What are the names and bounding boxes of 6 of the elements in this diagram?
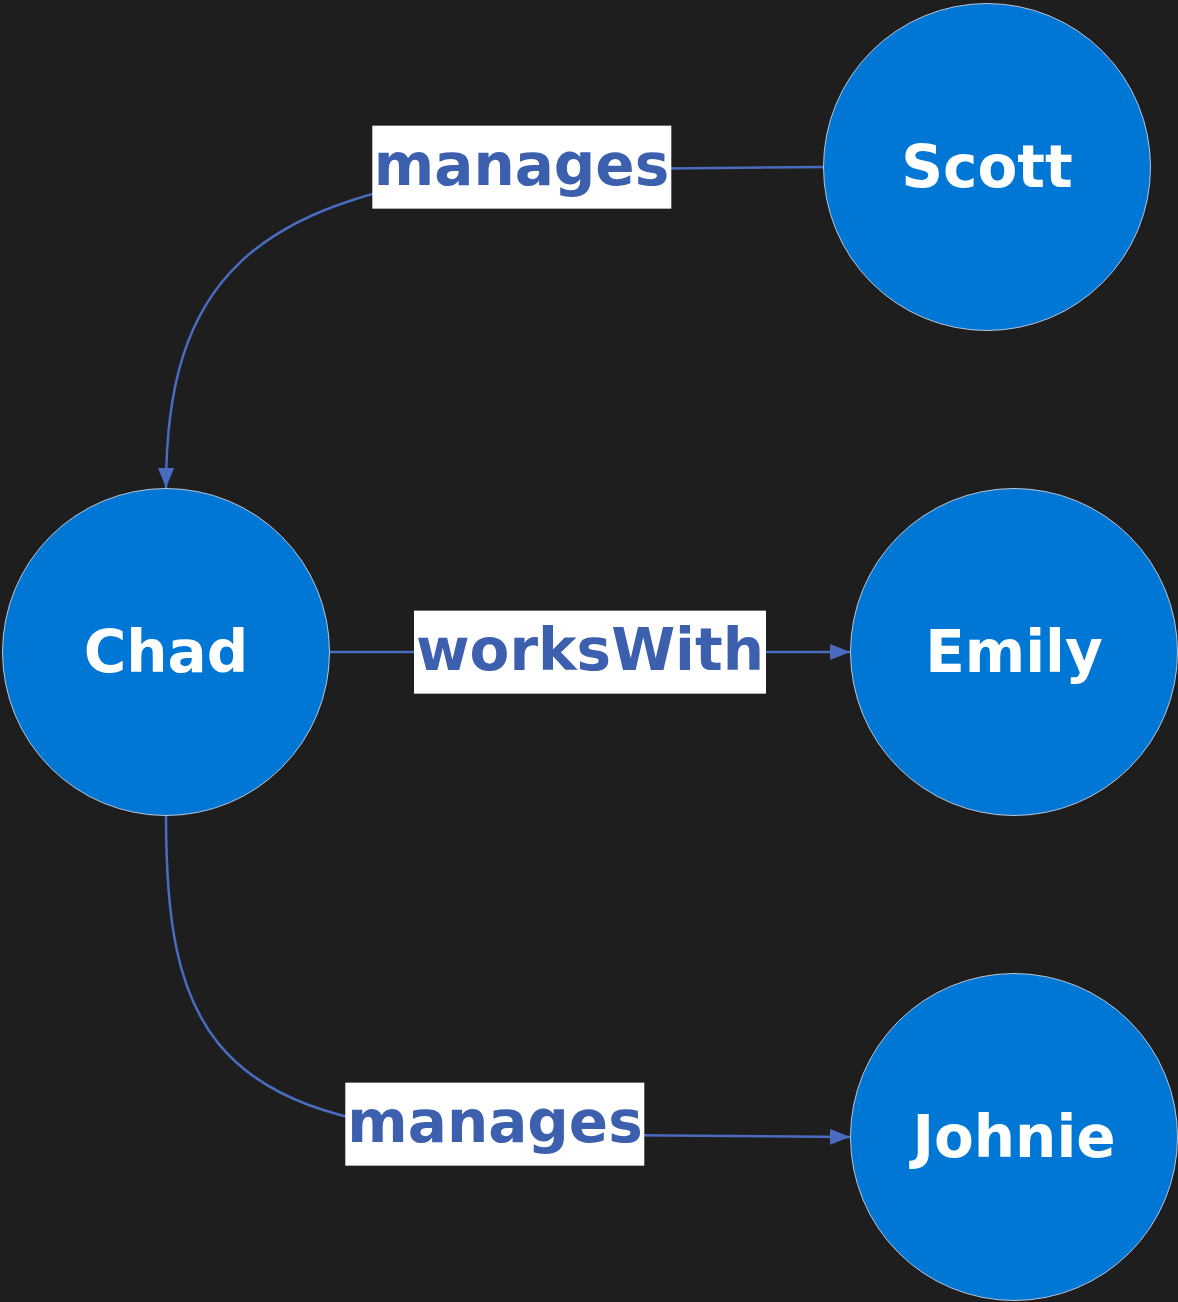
node-label: Chad (83, 618, 249, 686)
node-label: Scott (901, 133, 1073, 201)
edge-label: manages (345, 1082, 645, 1166)
node-label: Emily (925, 618, 1103, 686)
edge-label: worksWith (414, 610, 766, 694)
edge-label: manages (371, 125, 672, 209)
